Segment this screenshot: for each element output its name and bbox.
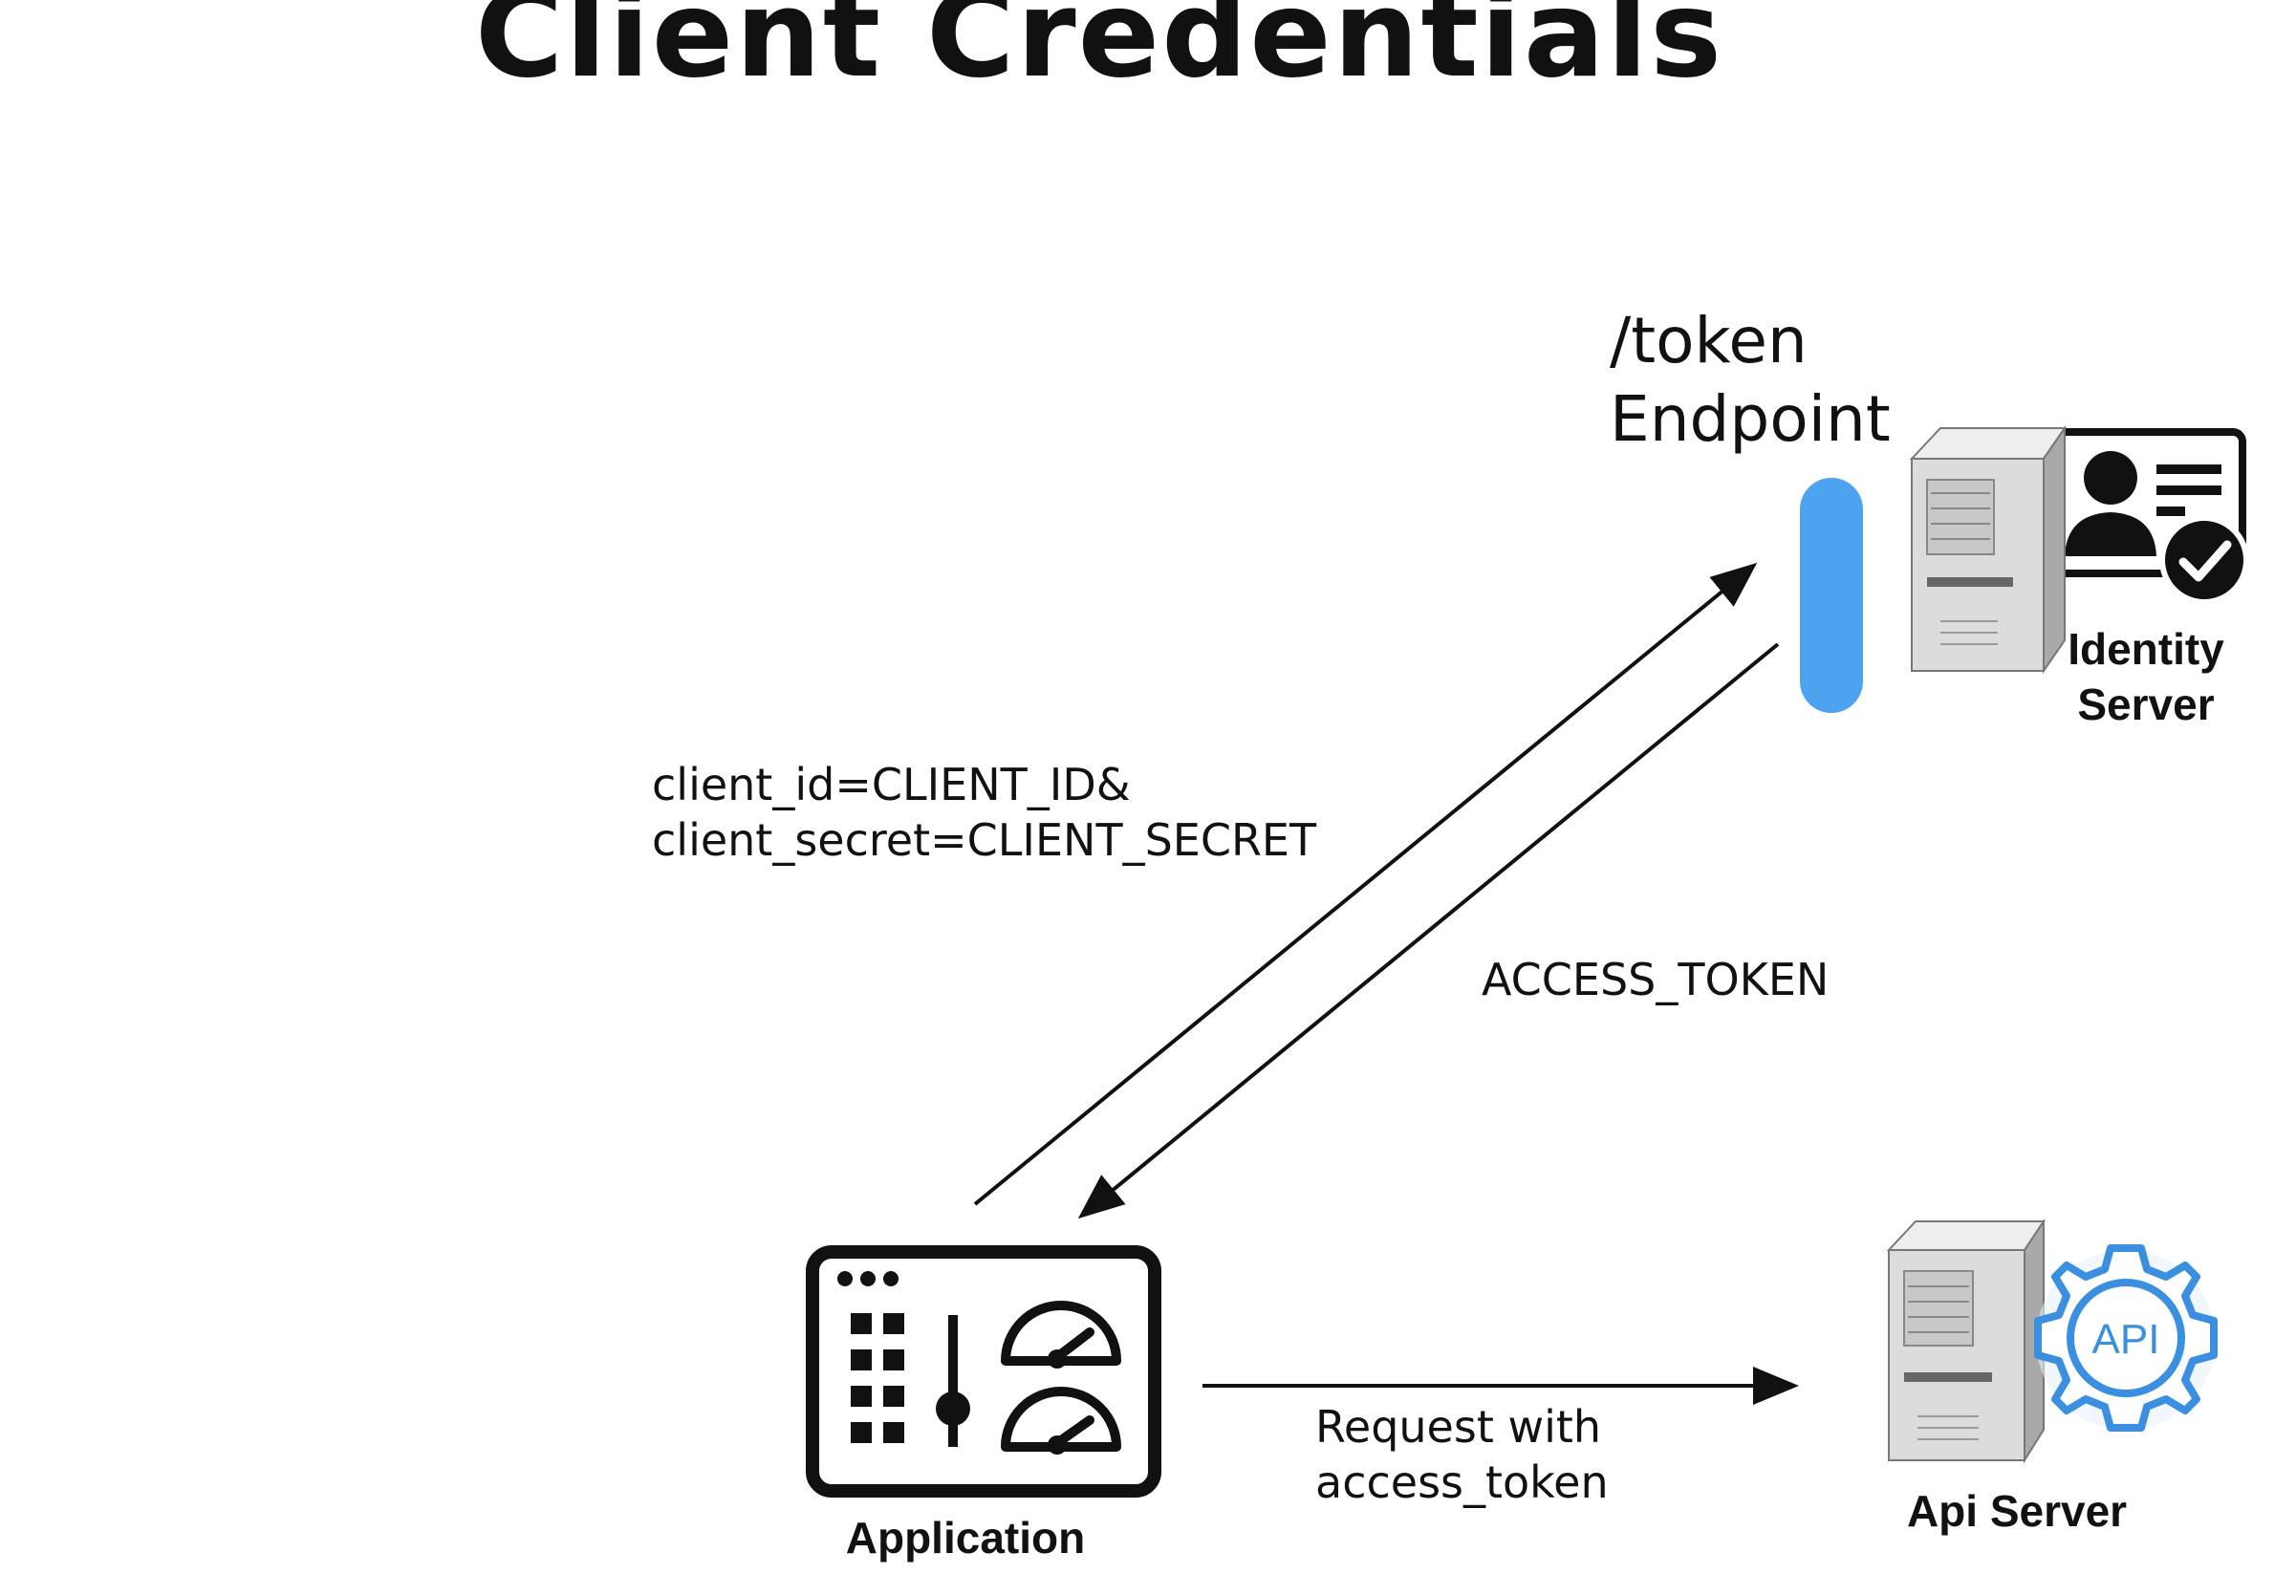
request-arrow: [973, 562, 1758, 1206]
api-gear-icon: API: [2034, 1244, 2218, 1432]
server-tower-icon: [1909, 424, 2067, 675]
slide-title: Client Credentials: [474, 0, 1724, 104]
server-text: Server: [2077, 679, 2215, 729]
api-request-label: Request with access_token: [1315, 1399, 1609, 1510]
access-token-param: access_token: [1315, 1456, 1609, 1508]
gauge-icon-top: [1001, 1301, 1121, 1369]
client-id-param: client_id=CLIENT_ID&: [652, 759, 1131, 810]
identity-server-icon: [1909, 424, 2249, 675]
api-badge-text: API: [2092, 1316, 2160, 1363]
request-params-label: client_id=CLIENT_ID& client_secret=CLIEN…: [652, 757, 1316, 868]
gauge-icon-bottom: [1001, 1387, 1121, 1455]
identity-text: Identity: [2068, 624, 2224, 674]
client-secret-param: client_secret=CLIENT_SECRET: [652, 814, 1317, 866]
application-label: Application: [845, 1513, 1086, 1563]
endpoint-text: Endpoint: [1610, 382, 1891, 456]
identity-server-label: Identity Server: [2036, 621, 2256, 732]
slider-icon: [936, 1315, 970, 1447]
token-endpoint-label: /token Endpoint: [1610, 302, 1891, 459]
api-server-label: Api Server: [1906, 1486, 2128, 1536]
token-endpoint-marker: [1800, 478, 1863, 713]
application-dashboard-icon: [806, 1245, 1161, 1498]
server-tower-icon: [1886, 1219, 2046, 1464]
response-arrow: [1077, 642, 1780, 1219]
request-with-text: Request with: [1315, 1401, 1602, 1453]
checkmark-badge-icon: [2159, 515, 2249, 605]
api-server-icon: API: [1886, 1219, 2218, 1464]
token-path-text: /token: [1610, 304, 1808, 377]
access-token-label: ACCESS_TOKEN: [1482, 954, 1830, 1005]
button-grid-icon: [851, 1313, 904, 1443]
